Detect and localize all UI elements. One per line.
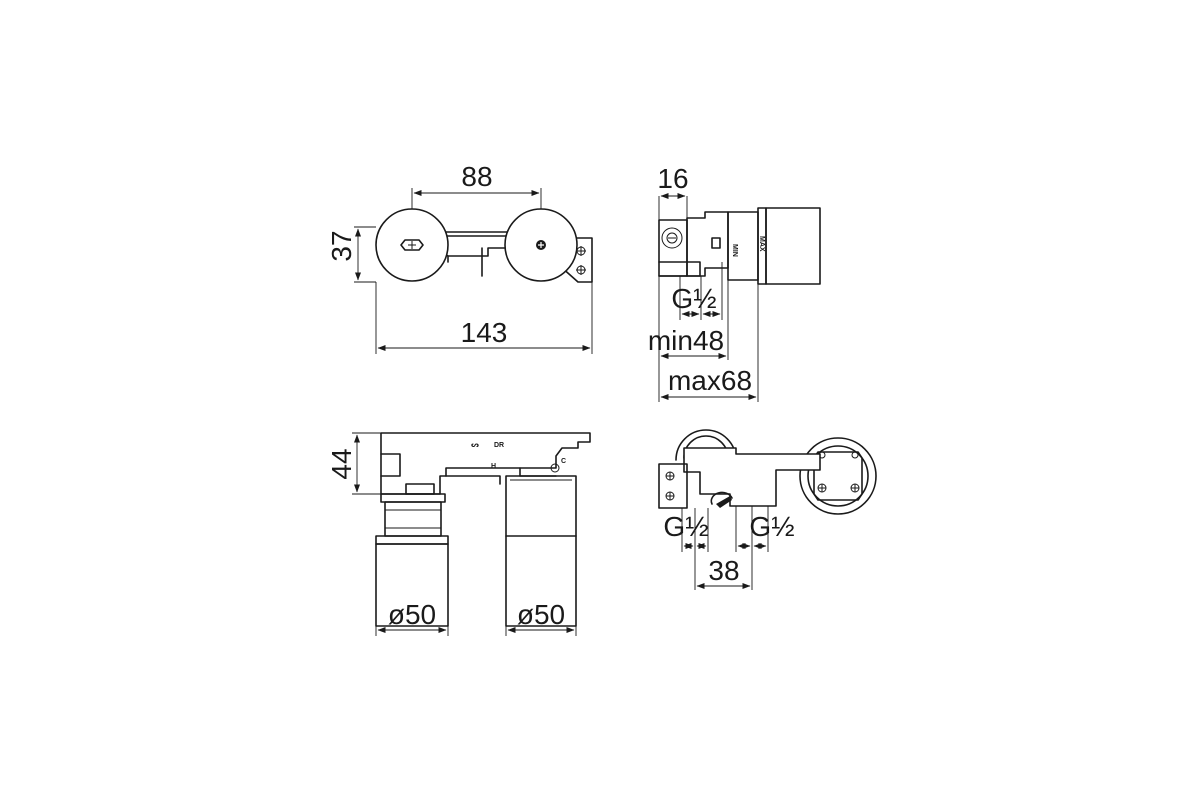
top-view: 88 37 143 — [326, 161, 593, 354]
dim-16-label: 16 — [657, 163, 688, 194]
dim-min48-label: min48 — [648, 325, 724, 356]
mark-max: MAX — [758, 236, 765, 252]
front-view: ᔕ DR H C 44 ø50 ø50 — [326, 432, 591, 636]
right-cartridge — [505, 475, 577, 627]
side-view: MIN MAX 16 G½ min48 max68 — [648, 163, 821, 402]
dim-dia50-left-label: ø50 — [388, 599, 436, 630]
dim-g-half-label: G½ — [671, 283, 716, 314]
dim-88-label: 88 — [461, 161, 492, 192]
bottom-view-body — [683, 447, 821, 507]
mark-brand: DR — [494, 442, 504, 449]
dim-g-half-right-label: G½ — [749, 511, 794, 542]
bottom-view-plate — [658, 463, 688, 509]
left-cartridge — [375, 543, 449, 627]
dim-38-label: 38 — [708, 555, 739, 586]
dim-143-label: 143 — [461, 317, 508, 348]
mark-c: C — [561, 458, 566, 465]
mark-min: MIN — [731, 244, 738, 257]
dim-g-half-left-label: G½ — [663, 511, 708, 542]
mark-h: H — [491, 463, 496, 470]
dim-max68-label: max68 — [668, 365, 752, 396]
side-view-handle — [765, 207, 821, 285]
dim-44-label: 44 — [326, 448, 357, 479]
bottom-view: G½ G½ 38 — [658, 429, 877, 590]
dim-dia50-right-label: ø50 — [517, 599, 565, 630]
bottom-right-handle — [799, 437, 877, 515]
dim-37-label: 37 — [326, 230, 357, 261]
hex-nut-icon — [400, 239, 424, 251]
front-view-body — [380, 432, 591, 495]
brand-logo: ᔕ — [471, 442, 479, 449]
side-plate-disc — [661, 227, 683, 249]
